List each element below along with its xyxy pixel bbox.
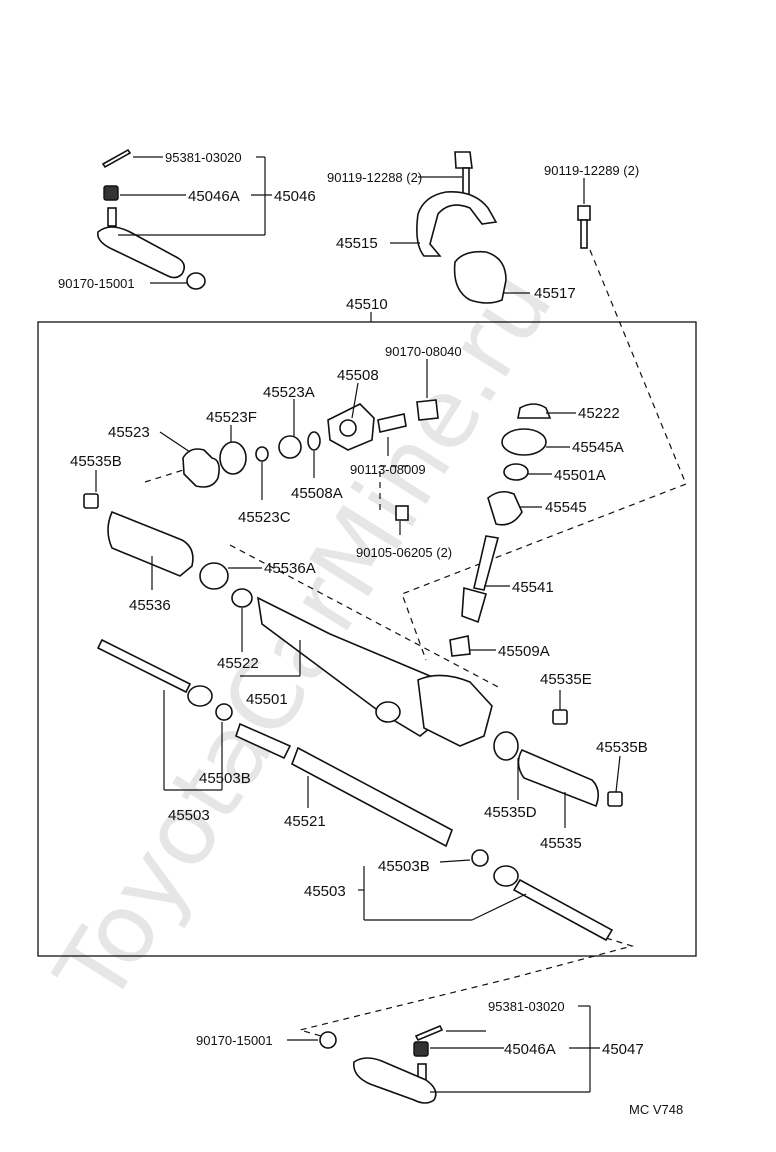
label-45523A: 45523A — [263, 384, 315, 401]
label-45541: 45541 — [512, 579, 554, 596]
label-45523: 45523 — [108, 424, 150, 441]
label-45503B-left: 45503B — [199, 770, 251, 787]
label-45535E: 45535E — [540, 671, 592, 688]
label-45523F: 45523F — [206, 409, 257, 426]
label-90170-15001-bottom: 90170-15001 — [196, 1033, 273, 1048]
label-45501: 45501 — [246, 691, 288, 708]
label-45510: 45510 — [346, 296, 388, 313]
label-45545A: 45545A — [572, 439, 624, 456]
rack-mount-bracket — [416, 151, 591, 304]
footer-code: MC V748 — [629, 1102, 683, 1117]
label-45501A: 45501A — [554, 467, 606, 484]
label-90113-08009: 90113-08009 — [350, 462, 426, 477]
label-45535B-left: 45535B — [70, 453, 122, 470]
label-45046: 45046 — [274, 188, 316, 205]
label-45545: 45545 — [545, 499, 587, 516]
label-45521: 45521 — [284, 813, 326, 830]
label-45508A: 45508A — [291, 485, 343, 502]
label-90119-12289: 90119-12289 (2) — [544, 163, 639, 178]
label-45046A-bottom: 45046A — [504, 1041, 556, 1058]
label-45517: 45517 — [534, 285, 576, 302]
label-90170-15001-top: 90170-15001 — [58, 276, 135, 291]
label-45503B-right: 45503B — [378, 858, 430, 875]
label-45535B-right: 45535B — [596, 739, 648, 756]
assembly-frame — [37, 321, 697, 957]
label-45535D: 45535D — [484, 804, 537, 821]
label-45523C: 45523C — [238, 509, 291, 526]
label-90119-12288: 90119-12288 (2) — [327, 170, 422, 185]
label-45222: 45222 — [578, 405, 620, 422]
label-90170-08040: 90170-08040 — [385, 344, 462, 359]
label-45509A: 45509A — [498, 643, 550, 660]
label-45046A-top: 45046A — [188, 188, 240, 205]
label-45508: 45508 — [337, 367, 379, 384]
pinion-group — [449, 403, 552, 657]
tie-rod-end-upper — [97, 148, 206, 290]
label-95381-03020-bottom: 95381-03020 — [488, 999, 565, 1014]
tie-rod-end-lower — [319, 1024, 444, 1104]
label-45522: 45522 — [217, 655, 259, 672]
label-95381-03020-top: 95381-03020 — [165, 150, 242, 165]
label-45535: 45535 — [540, 835, 582, 852]
label-45503-left: 45503 — [168, 807, 210, 824]
label-45503-right: 45503 — [304, 883, 346, 900]
label-45047: 45047 — [602, 1041, 644, 1058]
label-90105-06205: 90105-06205 (2) — [356, 545, 452, 560]
rack-housing-group — [83, 493, 623, 808]
label-45536: 45536 — [129, 597, 171, 614]
label-45515: 45515 — [336, 235, 378, 252]
yoke-group — [182, 399, 439, 521]
label-45536A: 45536A — [264, 560, 316, 577]
rack-and-tie-rods — [96, 638, 614, 942]
